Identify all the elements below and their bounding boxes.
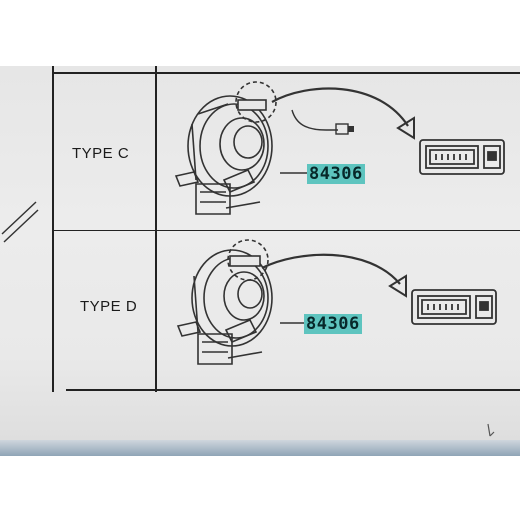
arrow-icon: [271, 87, 415, 140]
type-d-part-number[interactable]: 84306: [304, 314, 362, 334]
spiral-cable-clock-spring-icon: [174, 81, 277, 215]
table-column-divider: [155, 66, 157, 392]
arrow-icon: [261, 253, 407, 298]
connector-icon: [419, 139, 505, 175]
leader-line: [280, 172, 308, 174]
leader-line: [280, 322, 306, 324]
type-d-label: TYPE D: [80, 298, 138, 315]
type-c-label: TYPE C: [72, 145, 130, 162]
connector-icon: [411, 289, 497, 325]
table-top-border: [52, 72, 520, 74]
table-row-divider: [54, 230, 520, 231]
screen-bottom-strip: [0, 440, 520, 456]
cable-wire-icon: [291, 109, 354, 135]
table-bottom-border: [66, 389, 520, 391]
table-left-border: [52, 66, 54, 392]
spiral-cable-clock-spring-icon: [176, 239, 273, 365]
diagonal-marks-icon: [1, 201, 39, 243]
type-c-part-number[interactable]: 84306: [307, 164, 365, 184]
cursor-mark-icon: [487, 423, 495, 437]
